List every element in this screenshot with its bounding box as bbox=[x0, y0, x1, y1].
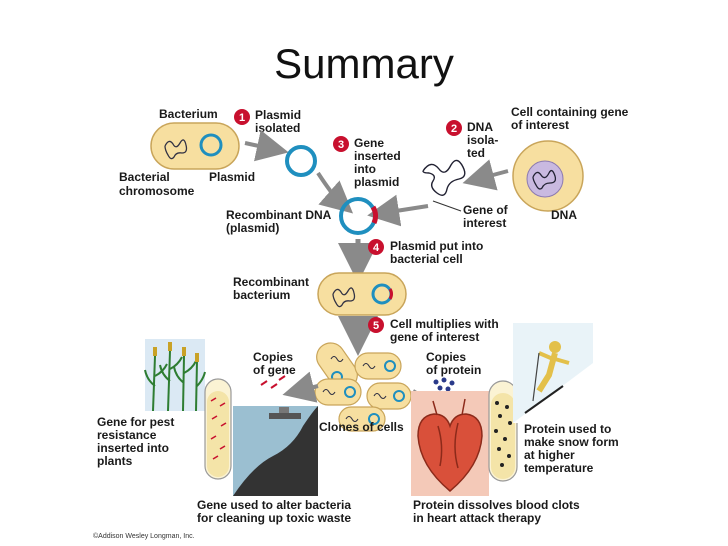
gene-pointer bbox=[432, 200, 462, 212]
heart-icon bbox=[417, 413, 483, 492]
step-4-badge bbox=[368, 239, 384, 255]
label-protein-snow: Protein used to make snow form at higher… bbox=[524, 422, 622, 475]
step-4-number: 4 bbox=[373, 242, 380, 254]
arrow-dna-isolate bbox=[462, 159, 509, 191]
step-2-badge bbox=[446, 120, 462, 136]
label-recombinant-bacterium: Recombinant bacterium bbox=[233, 275, 312, 302]
recombinant-bacterium-cell bbox=[317, 272, 407, 316]
skier-icon bbox=[524, 341, 570, 414]
step-3-number: 3 bbox=[338, 139, 344, 151]
arrow-isolate bbox=[244, 130, 289, 162]
dna-icon bbox=[532, 169, 557, 190]
bacterium-cell bbox=[150, 122, 240, 170]
blood-vessels bbox=[432, 398, 466, 469]
step-5-badge bbox=[368, 317, 384, 333]
label-plasmid: Plasmid bbox=[209, 170, 255, 184]
recombinant-insert-in-cell bbox=[388, 288, 393, 300]
label-gene-inserted: Gene inserted into plasmid bbox=[354, 136, 404, 189]
step-5-number: 5 bbox=[373, 320, 379, 332]
step-3-badge bbox=[333, 136, 349, 152]
isolated-plasmid-icon bbox=[285, 145, 317, 177]
arrow-plasmid-to-recombinant bbox=[316, 171, 354, 214]
test-tube-gene-fluid bbox=[207, 391, 229, 477]
label-plasmid-put-into: Plasmid put into bacterial cell bbox=[390, 239, 487, 266]
arrow-to-gene-use bbox=[282, 371, 319, 403]
label-copies-gene: Copies of gene bbox=[253, 350, 296, 377]
label-recombinant-dna: Recombinant DNA (plasmid) bbox=[226, 208, 334, 235]
label-bacterium: Bacterium bbox=[159, 107, 218, 121]
tube-protein-dots bbox=[494, 401, 512, 467]
label-cell-gene: Cell containing gene of interest bbox=[511, 105, 632, 132]
oil-spill bbox=[233, 406, 318, 496]
step-1-number: 1 bbox=[239, 112, 245, 124]
arrow-gene-to-recombinant bbox=[367, 194, 429, 227]
copyright-text: ©Addison Wesley Longman, Inc. bbox=[93, 532, 195, 540]
ship-icon bbox=[269, 407, 301, 419]
step-2-number: 2 bbox=[451, 123, 457, 135]
protein-copies-icon bbox=[433, 377, 455, 392]
recombinant-dna-diagram: Bacterium Bacterial chromosome Plasmid 1… bbox=[93, 101, 643, 543]
label-gene-of-interest: Gene of interest bbox=[463, 203, 511, 230]
label-gene-toxic: Gene used to alter bacteria for cleaning… bbox=[197, 498, 354, 525]
clone-cells bbox=[314, 342, 412, 432]
label-bacterial-chromosome: Bacterial chromosome bbox=[119, 170, 195, 198]
label-cell-multiplies: Cell multiplies with gene of interest bbox=[390, 317, 502, 344]
label-plasmid-isolated: Plasmid isolated bbox=[255, 108, 304, 135]
step-1-badge bbox=[234, 109, 250, 125]
label-dna: DNA bbox=[551, 208, 577, 222]
tube-gene-fragments bbox=[210, 397, 227, 460]
plasmid-icon bbox=[199, 133, 223, 157]
label-protein-clots: Protein dissolves blood clots in heart a… bbox=[413, 498, 583, 525]
corn-plant-icon bbox=[144, 350, 206, 412]
recombinant-chromosome-icon bbox=[332, 287, 356, 308]
bacterial-chromosome-icon bbox=[164, 139, 188, 160]
insert-segment bbox=[370, 205, 379, 225]
label-dna-isolated: DNA isola- ted bbox=[467, 120, 502, 160]
corn-tassel bbox=[153, 342, 199, 362]
isolated-dna-icon bbox=[422, 159, 466, 196]
label-clones: Clones of cells bbox=[319, 420, 404, 434]
nucleus bbox=[526, 160, 564, 198]
slide-title: Summary bbox=[274, 40, 454, 87]
label-gene-pest: Gene for pest resistance inserted into p… bbox=[97, 415, 178, 468]
label-copies-protein: Copies of protein bbox=[426, 350, 481, 377]
